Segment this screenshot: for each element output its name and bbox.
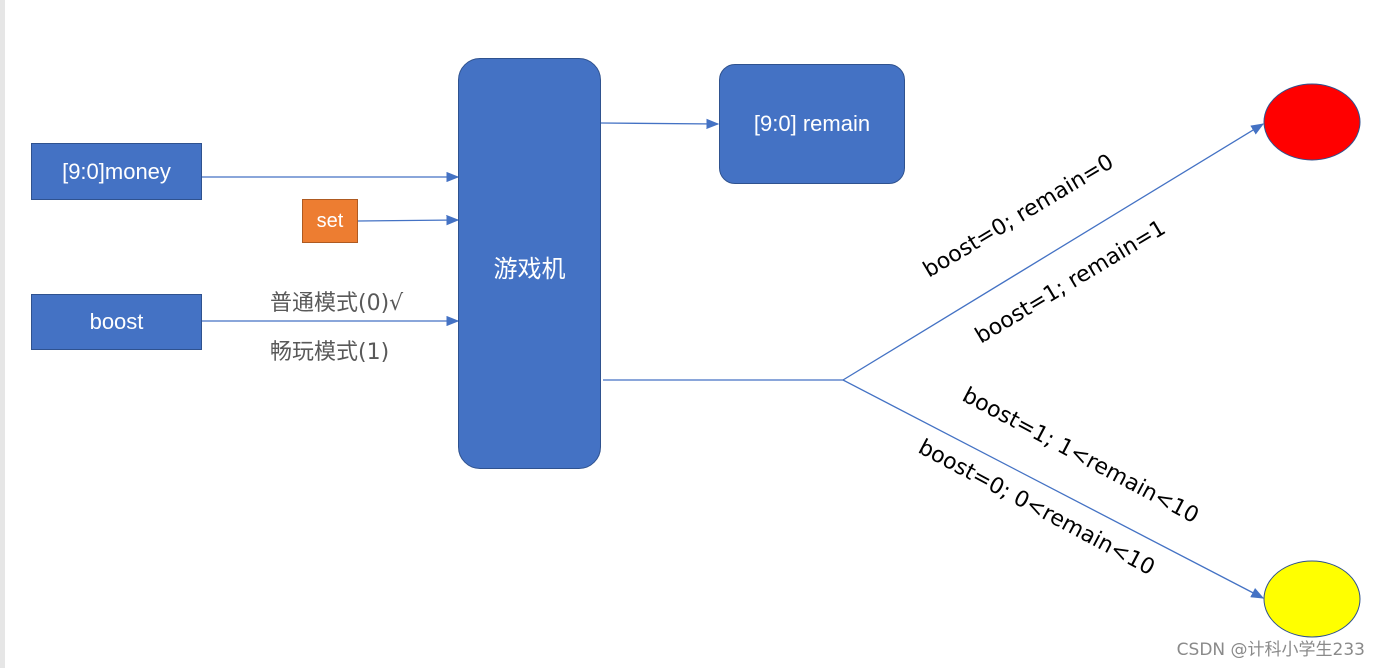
set-input-box: set xyxy=(302,199,358,243)
money-input-box: [9:0]money xyxy=(31,143,202,200)
money-label: [9:0]money xyxy=(62,158,171,184)
set-arrow xyxy=(357,214,460,226)
red-state-circle xyxy=(1263,83,1361,161)
normal-mode-label: 普通模式(0)√ xyxy=(270,291,404,316)
yellow-branch-arrow xyxy=(842,379,1265,599)
remain-label: [9:0] remain xyxy=(753,111,871,136)
yellow-state-circle xyxy=(1263,560,1361,638)
boost-input-box: boost xyxy=(31,294,202,350)
remain-arrow xyxy=(600,118,720,130)
game-machine-box: 游戏机 xyxy=(458,58,601,469)
set-label: set xyxy=(316,209,344,232)
game-machine-label: 游戏机 xyxy=(493,255,566,283)
remain-output-box: [9:0] remain xyxy=(719,64,905,184)
watermark: CSDN @计科小学生233 xyxy=(1176,640,1365,660)
unlimited-mode-label: 畅玩模式(1) xyxy=(270,340,390,365)
left-edge xyxy=(0,0,5,668)
boost-label: boost xyxy=(89,309,144,334)
red-branch-arrow xyxy=(842,123,1265,381)
